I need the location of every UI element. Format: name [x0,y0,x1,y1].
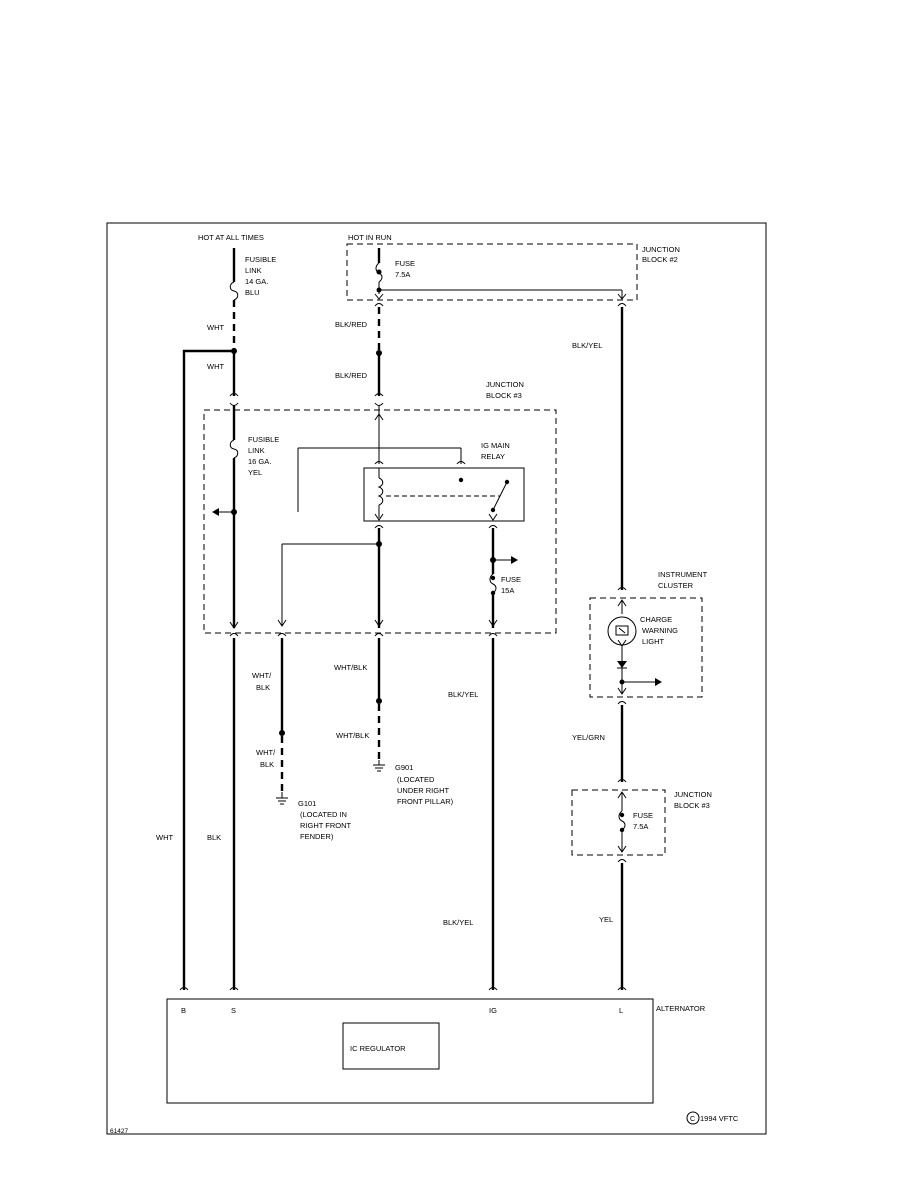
copyright-icon [686,1111,700,1125]
ic-regulator-label: IC REGULATOR [350,1044,406,1053]
charge-warning-light-label: CHARGE WARNING LIGHT [640,615,680,646]
wire-label-wht-blk-mid-1: WHT/BLK [334,663,367,672]
junction-block-3-top-label: JUNCTION BLOCK #3 [486,380,526,400]
terminal-l: L [619,1006,623,1015]
ground-g101-label: G101 (LOCATED IN RIGHT FRONT FENDER) [298,799,353,841]
wire-label-wht-2: WHT [207,362,224,371]
fusible-link-14ga [229,281,239,301]
fusible-link-16ga [229,439,239,459]
terminal-s: S [231,1006,236,1015]
diode-icon [617,661,627,668]
copyright-text: 1994 VFTC [700,1114,739,1123]
alternator-label: ALTERNATOR [656,1004,706,1013]
terminal-ig: IG [489,1006,497,1015]
diagram-frame [106,222,767,1135]
ground-g901-label: G901 (LOCATED UNDER RIGHT FRONT PILLAR) [395,763,454,806]
wire-label-blk-long: BLK [207,833,221,842]
wire-label-wht-blk-mid-2: WHT/BLK [336,731,369,740]
relay-switch [492,481,508,511]
fuse-7-5a-bottom [618,810,626,831]
junction-block-3-bottom-label: JUNCTION BLOCK #3 [674,790,714,810]
terminal-b: B [181,1006,186,1015]
figure-number: 61427 [110,1128,128,1135]
relay-coil [377,477,384,506]
wire-label-wht-long: WHT [156,833,173,842]
header-hot-at-all-times: HOT AT ALL TIMES [198,233,264,242]
alternator [166,998,654,1104]
fuse-7-5a-bottom-label: FUSE 7.5A [633,811,655,831]
ig-main-relay [363,467,525,522]
wire-label-wht-blk-left-1: WHT/ BLK [252,671,273,692]
fusible-link-16ga-label: FUSIBLE LINK 16 GA. YEL [248,435,281,477]
wire-label-blk-red-2: BLK/RED [335,371,368,380]
wire-label-yel: YEL [599,915,613,924]
wire-label-blk-yel-low: BLK/YEL [443,918,473,927]
junction-block-2 [346,243,638,301]
fusible-link-14ga-label: FUSIBLE LINK 14 GA. BLU [245,255,278,297]
wire-label-blk-red-1: BLK/RED [335,320,368,329]
fuse-7-5a-top-label: FUSE 7.5A [395,259,417,279]
copyright-symbol: C [690,1116,695,1123]
junction-block-3-top [203,409,557,634]
ic-regulator [342,1022,440,1070]
header-hot-in-run: HOT IN RUN [348,233,392,242]
fuse-15a-label: FUSE 15A [501,575,523,595]
instrument-cluster-label: INSTRUMENT CLUSTER [658,570,709,590]
instrument-cluster [589,597,703,698]
fuse-15a [489,573,497,594]
junction-block-2-label: JUNCTION BLOCK #2 [642,245,682,264]
wire-label-wht-blk-left-2: WHT/ BLK [256,748,277,769]
wire-label-blk-yel-top: BLK/YEL [572,341,602,350]
wire-label-blk-yel-mid: BLK/YEL [448,690,478,699]
ig-main-relay-label: IG MAIN RELAY [481,441,512,461]
wire-label-yel-grn: YEL/GRN [572,733,605,742]
junction-block-3-bottom [571,789,666,856]
wire-label-wht-1: WHT [207,323,224,332]
